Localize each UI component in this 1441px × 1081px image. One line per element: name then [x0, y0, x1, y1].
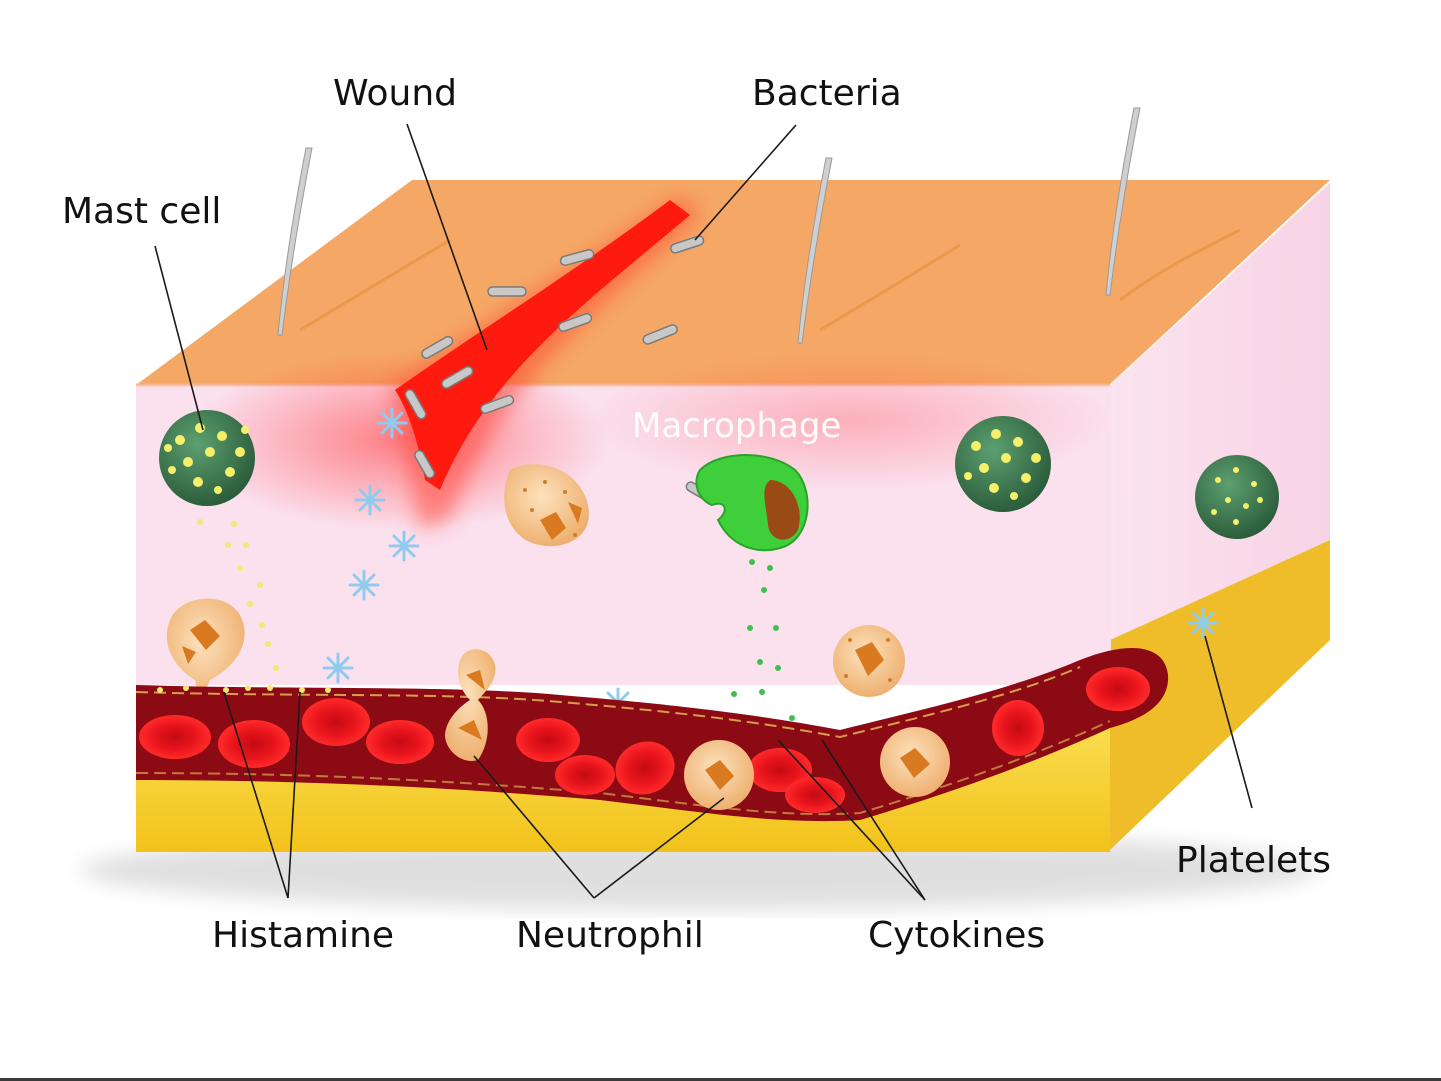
mast-cell — [955, 416, 1051, 512]
red-blood-cell — [302, 698, 370, 746]
platelet — [1189, 609, 1217, 637]
platelet — [378, 409, 406, 437]
red-blood-cell — [785, 777, 845, 813]
platelet — [390, 532, 418, 560]
red-blood-cell — [139, 715, 211, 759]
label-neutrophil: Neutrophil — [516, 915, 704, 956]
mast-cell — [159, 410, 255, 506]
platelet — [324, 654, 352, 682]
red-blood-cell — [1086, 667, 1150, 711]
bacterium — [488, 287, 526, 296]
red-blood-cell — [366, 720, 434, 764]
neutrophil — [880, 727, 950, 797]
mast-cell — [1195, 455, 1279, 539]
label-platelets: Platelets — [1176, 840, 1331, 881]
neutrophil — [684, 740, 754, 810]
label-histamine: Histamine — [212, 915, 394, 956]
label-cytokines: Cytokines — [868, 915, 1045, 956]
red-blood-cell — [555, 755, 615, 795]
label-mast-cell: Mast cell — [62, 191, 221, 232]
label-bacteria: Bacteria — [752, 73, 902, 114]
neutrophil — [833, 625, 905, 697]
red-blood-cell — [516, 718, 580, 762]
platelet — [356, 486, 384, 514]
platelet — [350, 571, 378, 599]
red-blood-cell — [218, 720, 290, 768]
label-macrophage: Macrophage — [632, 406, 841, 446]
label-wound: Wound — [333, 73, 457, 114]
red-blood-cell — [992, 700, 1044, 756]
